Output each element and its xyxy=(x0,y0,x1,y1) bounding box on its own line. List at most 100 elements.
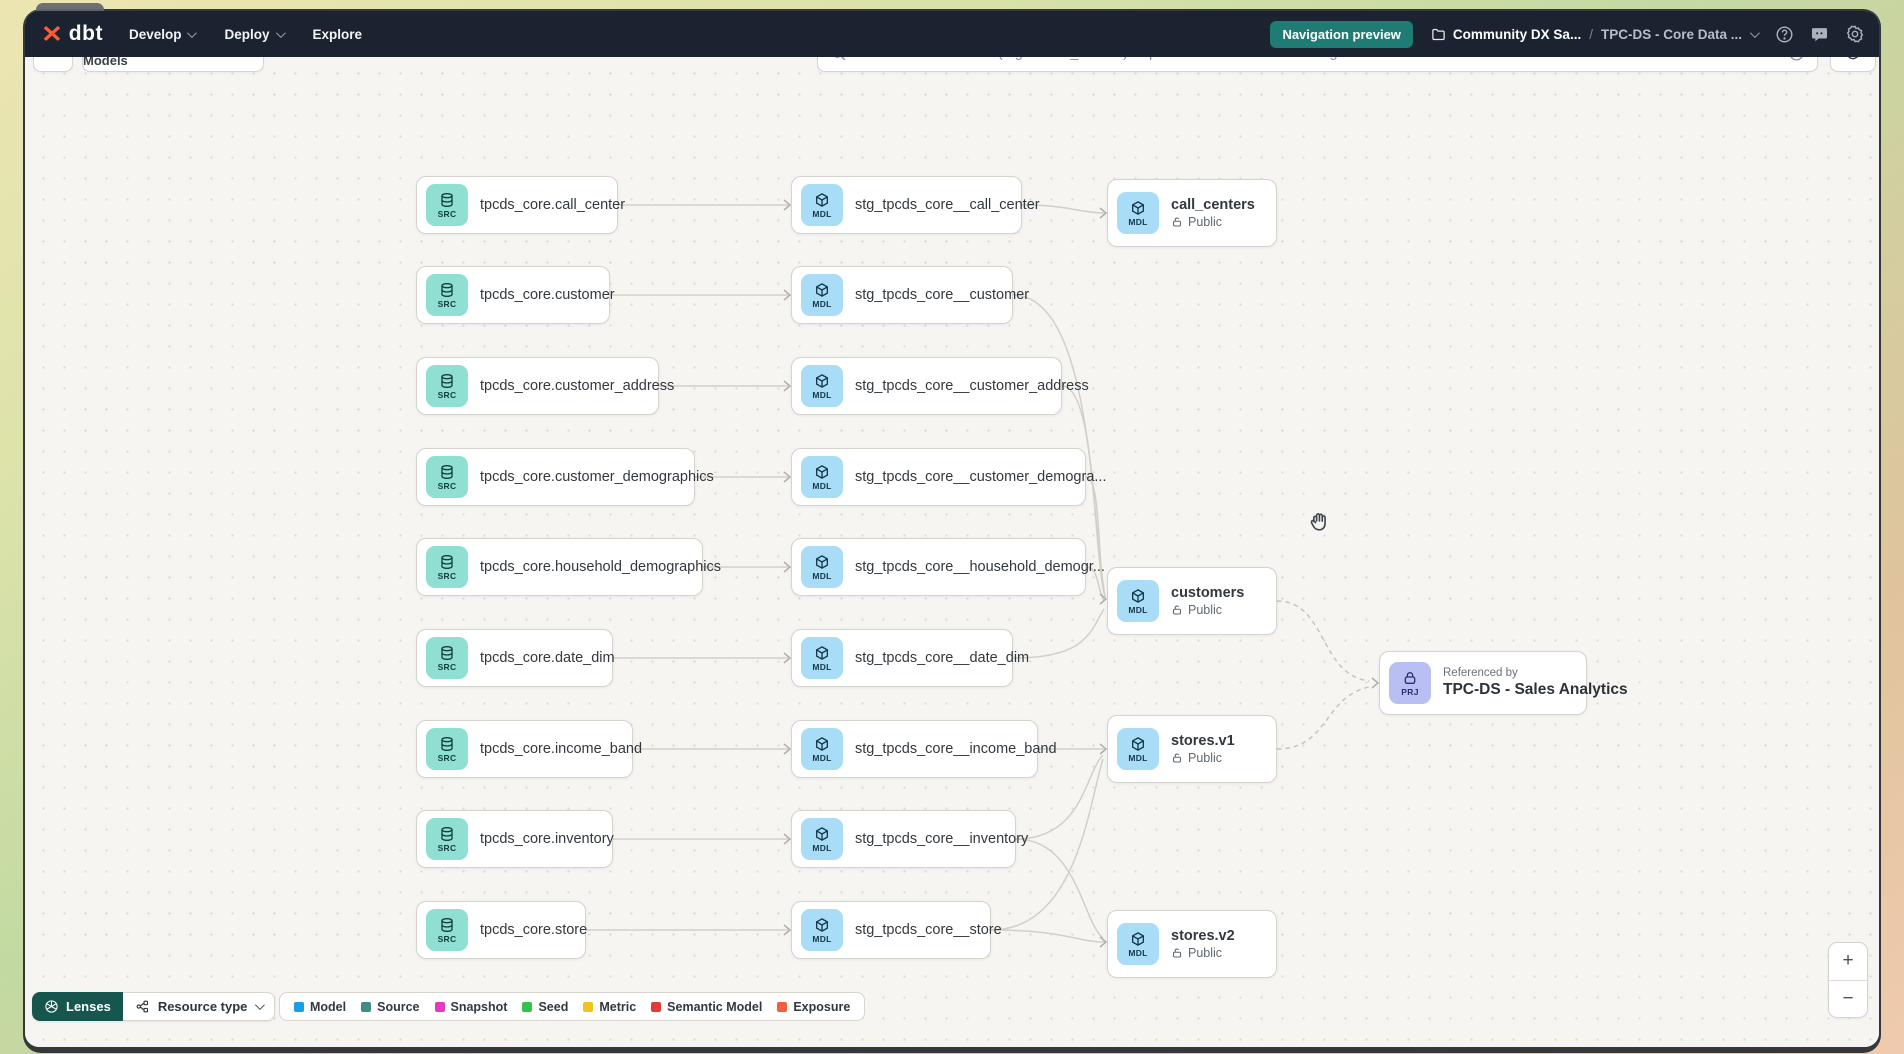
nav-item-explore[interactable]: Explore xyxy=(312,26,363,42)
legend-item-model: Model xyxy=(294,1000,346,1014)
cube-icon xyxy=(816,282,828,297)
source-tile-icon: SRC xyxy=(426,365,468,407)
source-tpcds-core-call-center[interactable]: SRC tpcds_core.call_center xyxy=(416,176,626,234)
database-icon xyxy=(441,282,453,297)
node-visibility: Public xyxy=(1171,215,1255,229)
source-tpcds-core-customer-address[interactable]: SRC tpcds_core.customer_address xyxy=(416,357,674,415)
resource-type-dropdown[interactable]: Resource type xyxy=(122,992,276,1021)
node-visibility: Public xyxy=(1171,603,1244,617)
tile-badge: MDL xyxy=(1128,947,1148,958)
node-label: tpcds_core.inventory xyxy=(480,831,614,847)
feedback-icon[interactable] xyxy=(1810,25,1829,44)
node-label: stg_tpcds_core__store xyxy=(855,922,1002,938)
tile-badge: PRJ xyxy=(1401,686,1419,697)
database-icon xyxy=(441,554,453,569)
unlock-icon xyxy=(1172,948,1182,958)
zoom-controls: + − xyxy=(1828,942,1868,1018)
tile-badge: MDL xyxy=(812,933,832,944)
model-stg-store[interactable]: MDL stg_tpcds_core__store xyxy=(791,901,1002,959)
zoom-in-button[interactable]: + xyxy=(1829,943,1867,981)
source-tile-icon: SRC xyxy=(426,818,468,860)
model-stg-call-center[interactable]: MDL stg_tpcds_core__call_center xyxy=(791,176,1040,234)
model-stg-inventory[interactable]: MDL stg_tpcds_core__inventory xyxy=(791,810,1028,868)
cube-icon xyxy=(816,192,828,207)
nav-item-deploy[interactable]: Deploy xyxy=(224,27,286,42)
project-tpcds-sales-analytics[interactable]: PRJ Referenced by TPC-DS - Sales Analyti… xyxy=(1379,651,1628,715)
top-navbar: ✕ dbt Develop Deploy Explore Navigation pr… xyxy=(25,11,1879,57)
database-icon xyxy=(441,736,453,751)
model-stg-household-demographics[interactable]: MDL stg_tpcds_core__household_demogr... xyxy=(791,538,1105,596)
tile-badge: SRC xyxy=(437,389,457,400)
project-tile-icon: PRJ xyxy=(1389,662,1431,704)
source-tpcds-core-inventory[interactable]: SRC tpcds_core.inventory xyxy=(416,810,614,868)
legend-item-metric: Metric xyxy=(583,1000,636,1014)
legend-swatch xyxy=(294,1001,304,1012)
chevron-down-icon[interactable] xyxy=(1749,27,1760,38)
source-tpcds-core-customer[interactable]: SRC tpcds_core.customer xyxy=(416,266,615,324)
source-tpcds-core-date-dim[interactable]: SRC tpcds_core.date_dim xyxy=(416,629,615,687)
model-customers[interactable]: MDL customers Public xyxy=(1107,567,1277,635)
settings-icon[interactable] xyxy=(1845,24,1865,44)
tile-badge: MDL xyxy=(812,752,832,763)
unlock-icon xyxy=(1172,605,1182,615)
node-label: TPC-DS - Sales Analytics xyxy=(1443,681,1628,698)
model-stg-income-band[interactable]: MDL stg_tpcds_core__income_band xyxy=(791,720,1057,778)
node-label: tpcds_core.store xyxy=(480,922,588,938)
source-tpcds-core-household-demographics[interactable]: SRC tpcds_core.household_demographics xyxy=(416,538,721,596)
cube-icon xyxy=(816,826,828,841)
model-tile-icon: MDL xyxy=(801,728,843,770)
chevron-down-icon xyxy=(275,27,286,38)
node-visibility: Public xyxy=(1171,946,1235,960)
source-tpcds-core-customer-demographics[interactable]: SRC tpcds_core.customer_demographics xyxy=(416,448,714,506)
model-tile-icon: MDL xyxy=(801,637,843,679)
source-tile-icon: SRC xyxy=(426,909,468,951)
lenses-button[interactable]: Lenses xyxy=(32,992,123,1021)
cube-icon xyxy=(816,464,828,479)
model-tile-icon: MDL xyxy=(801,365,843,407)
chevron-down-icon xyxy=(255,1000,266,1011)
tile-badge: SRC xyxy=(437,570,457,581)
source-tpcds-core-income-band[interactable]: SRC tpcds_core.income_band xyxy=(416,720,642,778)
dbt-logo[interactable]: ✕ dbt xyxy=(41,21,103,47)
folder-icon xyxy=(1432,28,1445,40)
tile-badge: MDL xyxy=(1128,752,1148,763)
breadcrumb: Community DX Sa... / TPC-DS - Core Data … xyxy=(1431,26,1760,42)
navigation-preview-badge[interactable]: Navigation preview xyxy=(1270,20,1413,48)
legend-item-semantic-model: Semantic Model xyxy=(651,1000,762,1014)
node-label: stores.v2 xyxy=(1171,928,1235,944)
node-label: tpcds_core.call_center xyxy=(480,197,626,213)
model-call-centers[interactable]: MDL call_centers Public xyxy=(1107,179,1277,247)
model-stores-v2[interactable]: MDL stores.v2 Public xyxy=(1107,910,1277,978)
breadcrumb-separator: / xyxy=(1589,26,1593,42)
model-stg-customer-address[interactable]: MDL stg_tpcds_core__customer_address xyxy=(791,357,1089,415)
breadcrumb-project[interactable]: Community DX Sa... xyxy=(1431,27,1581,42)
legend-swatch xyxy=(434,1001,445,1012)
tile-badge: SRC xyxy=(437,842,457,853)
source-tile-icon: SRC xyxy=(426,184,468,226)
nav-menu: Develop Deploy Explore xyxy=(129,27,362,42)
model-stg-customer-demographics[interactable]: MDL stg_tpcds_core__customer_demogra... xyxy=(791,448,1107,506)
help-icon[interactable] xyxy=(1775,25,1794,44)
tile-badge: SRC xyxy=(437,208,457,219)
tile-badge: SRC xyxy=(437,480,457,491)
nav-item-develop[interactable]: Develop xyxy=(129,27,198,42)
resource-type-icon xyxy=(136,1000,148,1013)
model-stores-v1[interactable]: MDL stores.v1 Public xyxy=(1107,715,1277,783)
model-tile-icon: MDL xyxy=(801,184,843,226)
node-label: stg_tpcds_core__customer_demogra... xyxy=(855,469,1107,485)
zoom-out-button[interactable]: − xyxy=(1842,987,1854,1009)
source-tpcds-core-store[interactable]: SRC tpcds_core.store xyxy=(416,901,588,959)
tile-badge: MDL xyxy=(812,842,832,853)
cube-icon xyxy=(816,554,828,569)
source-tile-icon: SRC xyxy=(426,274,468,316)
cube-icon xyxy=(816,736,828,751)
database-icon xyxy=(441,464,453,479)
cube-icon xyxy=(816,917,828,932)
model-tile-icon: MDL xyxy=(801,274,843,316)
node-label: stg_tpcds_core__customer_address xyxy=(855,378,1089,394)
model-stg-date-dim[interactable]: MDL stg_tpcds_core__date_dim xyxy=(791,629,1029,687)
cube-icon xyxy=(1132,588,1144,603)
breadcrumb-page[interactable]: TPC-DS - Core Data ... xyxy=(1600,26,1742,42)
model-stg-customer[interactable]: MDL stg_tpcds_core__customer xyxy=(791,266,1029,324)
legend-swatch xyxy=(777,1001,788,1012)
